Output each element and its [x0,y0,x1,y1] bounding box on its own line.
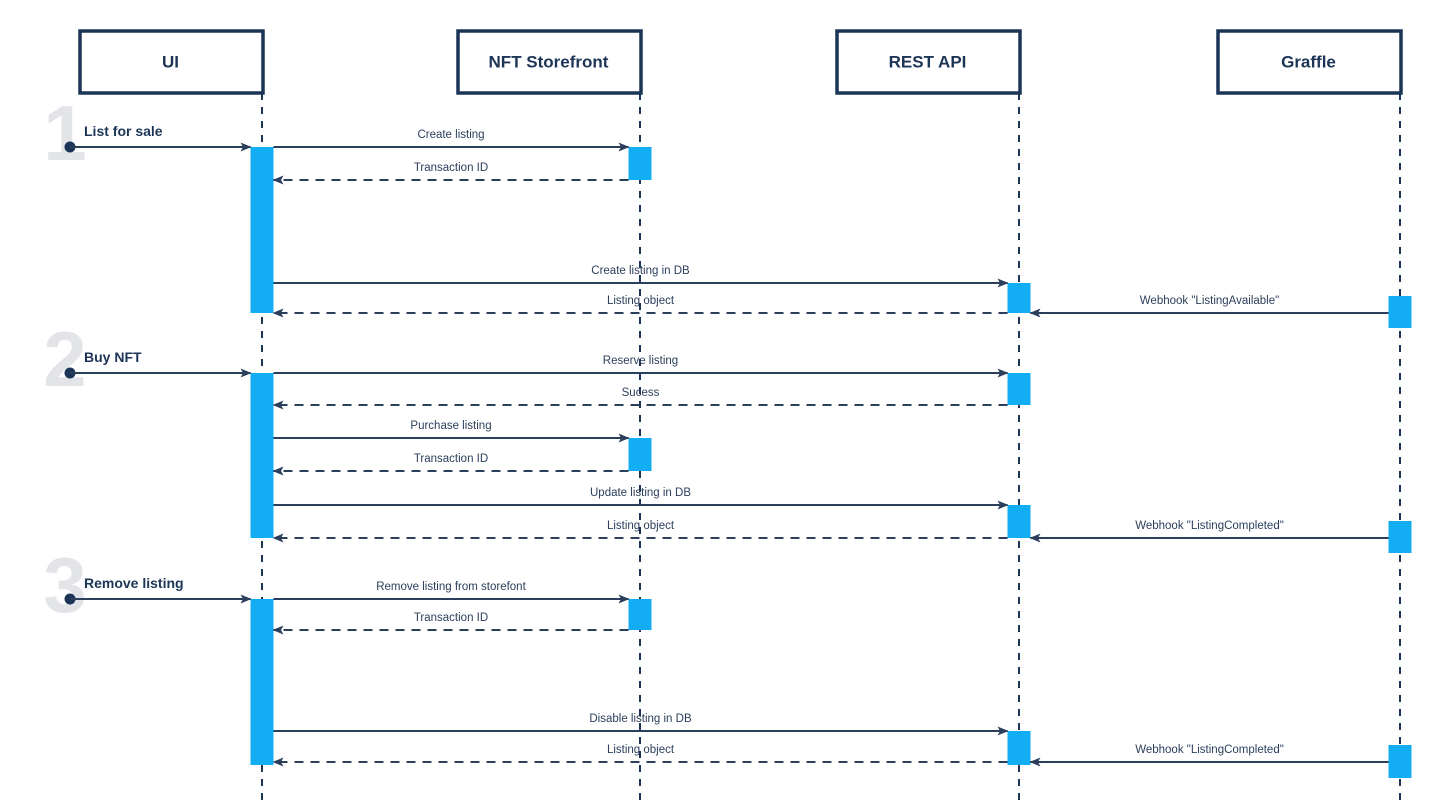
message-m8: Purchase listing [273,420,630,443]
message-m13: Remove listing from storefont [273,581,630,604]
lifeline-title: NFT Storefront [489,52,609,71]
step-number: 3 [43,541,86,629]
message-label: Transaction ID [414,612,488,624]
message-label: Purchase listing [410,420,491,432]
message-label: Create listing [417,129,484,141]
message-label: Update listing in DB [590,487,691,499]
step-label: Buy NFT [84,349,142,365]
activation-bar-graffle [1388,745,1412,778]
activation-bar-rest [1007,373,1031,405]
lifeline-title: Graffle [1281,52,1336,71]
activation-bar-storefront [628,147,652,180]
lifeline-title: REST API [889,52,967,71]
activation-bar-storefront [628,438,652,471]
message-m12: Webhook "ListingCompleted" [1029,520,1389,543]
lifeline-title: UI [162,52,179,71]
message-label: Listing object [607,295,675,307]
activation-bar-ui [250,373,274,538]
message-m6: Reserve listing [273,355,1009,378]
message-label: Remove listing from storefont [376,581,526,593]
message-label: Webhook "ListingAvailable" [1140,295,1279,307]
message-m10: Update listing in DB [273,487,1009,510]
message-m1: Create listing [273,129,630,152]
message-label: Webhook "ListingCompleted" [1135,744,1284,756]
message-m3: Create listing in DB [273,265,1009,288]
lifeline-header-box [456,29,643,95]
message-m4: Listing object [272,295,1008,318]
lifeline-header-box [1216,29,1403,95]
lifeline-rest[interactable]: REST API [835,29,1022,800]
message-label: Reserve listing [603,355,678,367]
activation-bar-ui [250,599,274,765]
step-number: 2 [43,315,86,403]
lifeline-header-box [78,29,265,95]
message-label: Webhook "ListingCompleted" [1135,520,1284,532]
message-m11: Listing object [272,520,1008,543]
message-m2: Transaction ID [272,162,629,185]
activation-bar-rest [1007,283,1031,313]
message-m9: Transaction ID [272,453,629,476]
step-label: List for sale [84,123,163,139]
activation-bar-rest [1007,731,1031,765]
message-label: Listing object [607,744,675,756]
lifeline-header-box [835,29,1022,95]
message-m15: Disable listing in DB [273,713,1009,736]
activations-group [250,147,1412,778]
message-m7: Sucess [272,387,1008,410]
step-label: Remove listing [84,575,184,591]
message-m17: Webhook "ListingCompleted" [1029,744,1389,767]
activation-bar-storefront [628,599,652,630]
message-m16: Listing object [272,744,1008,767]
activation-bar-rest [1007,505,1031,538]
message-label: Create listing in DB [591,265,690,277]
message-label: Transaction ID [414,162,488,174]
message-label: Sucess [622,387,660,399]
message-label: Listing object [607,520,675,532]
activation-bar-graffle [1388,521,1412,553]
activation-bar-graffle [1388,296,1412,328]
message-label: Disable listing in DB [589,713,692,725]
message-m5: Webhook "ListingAvailable" [1029,295,1389,318]
step-number: 1 [43,89,86,177]
message-label: Transaction ID [414,453,488,465]
message-m14: Transaction ID [272,612,629,635]
activation-bar-ui [250,147,274,313]
lifeline-graffle[interactable]: Graffle [1216,29,1403,800]
